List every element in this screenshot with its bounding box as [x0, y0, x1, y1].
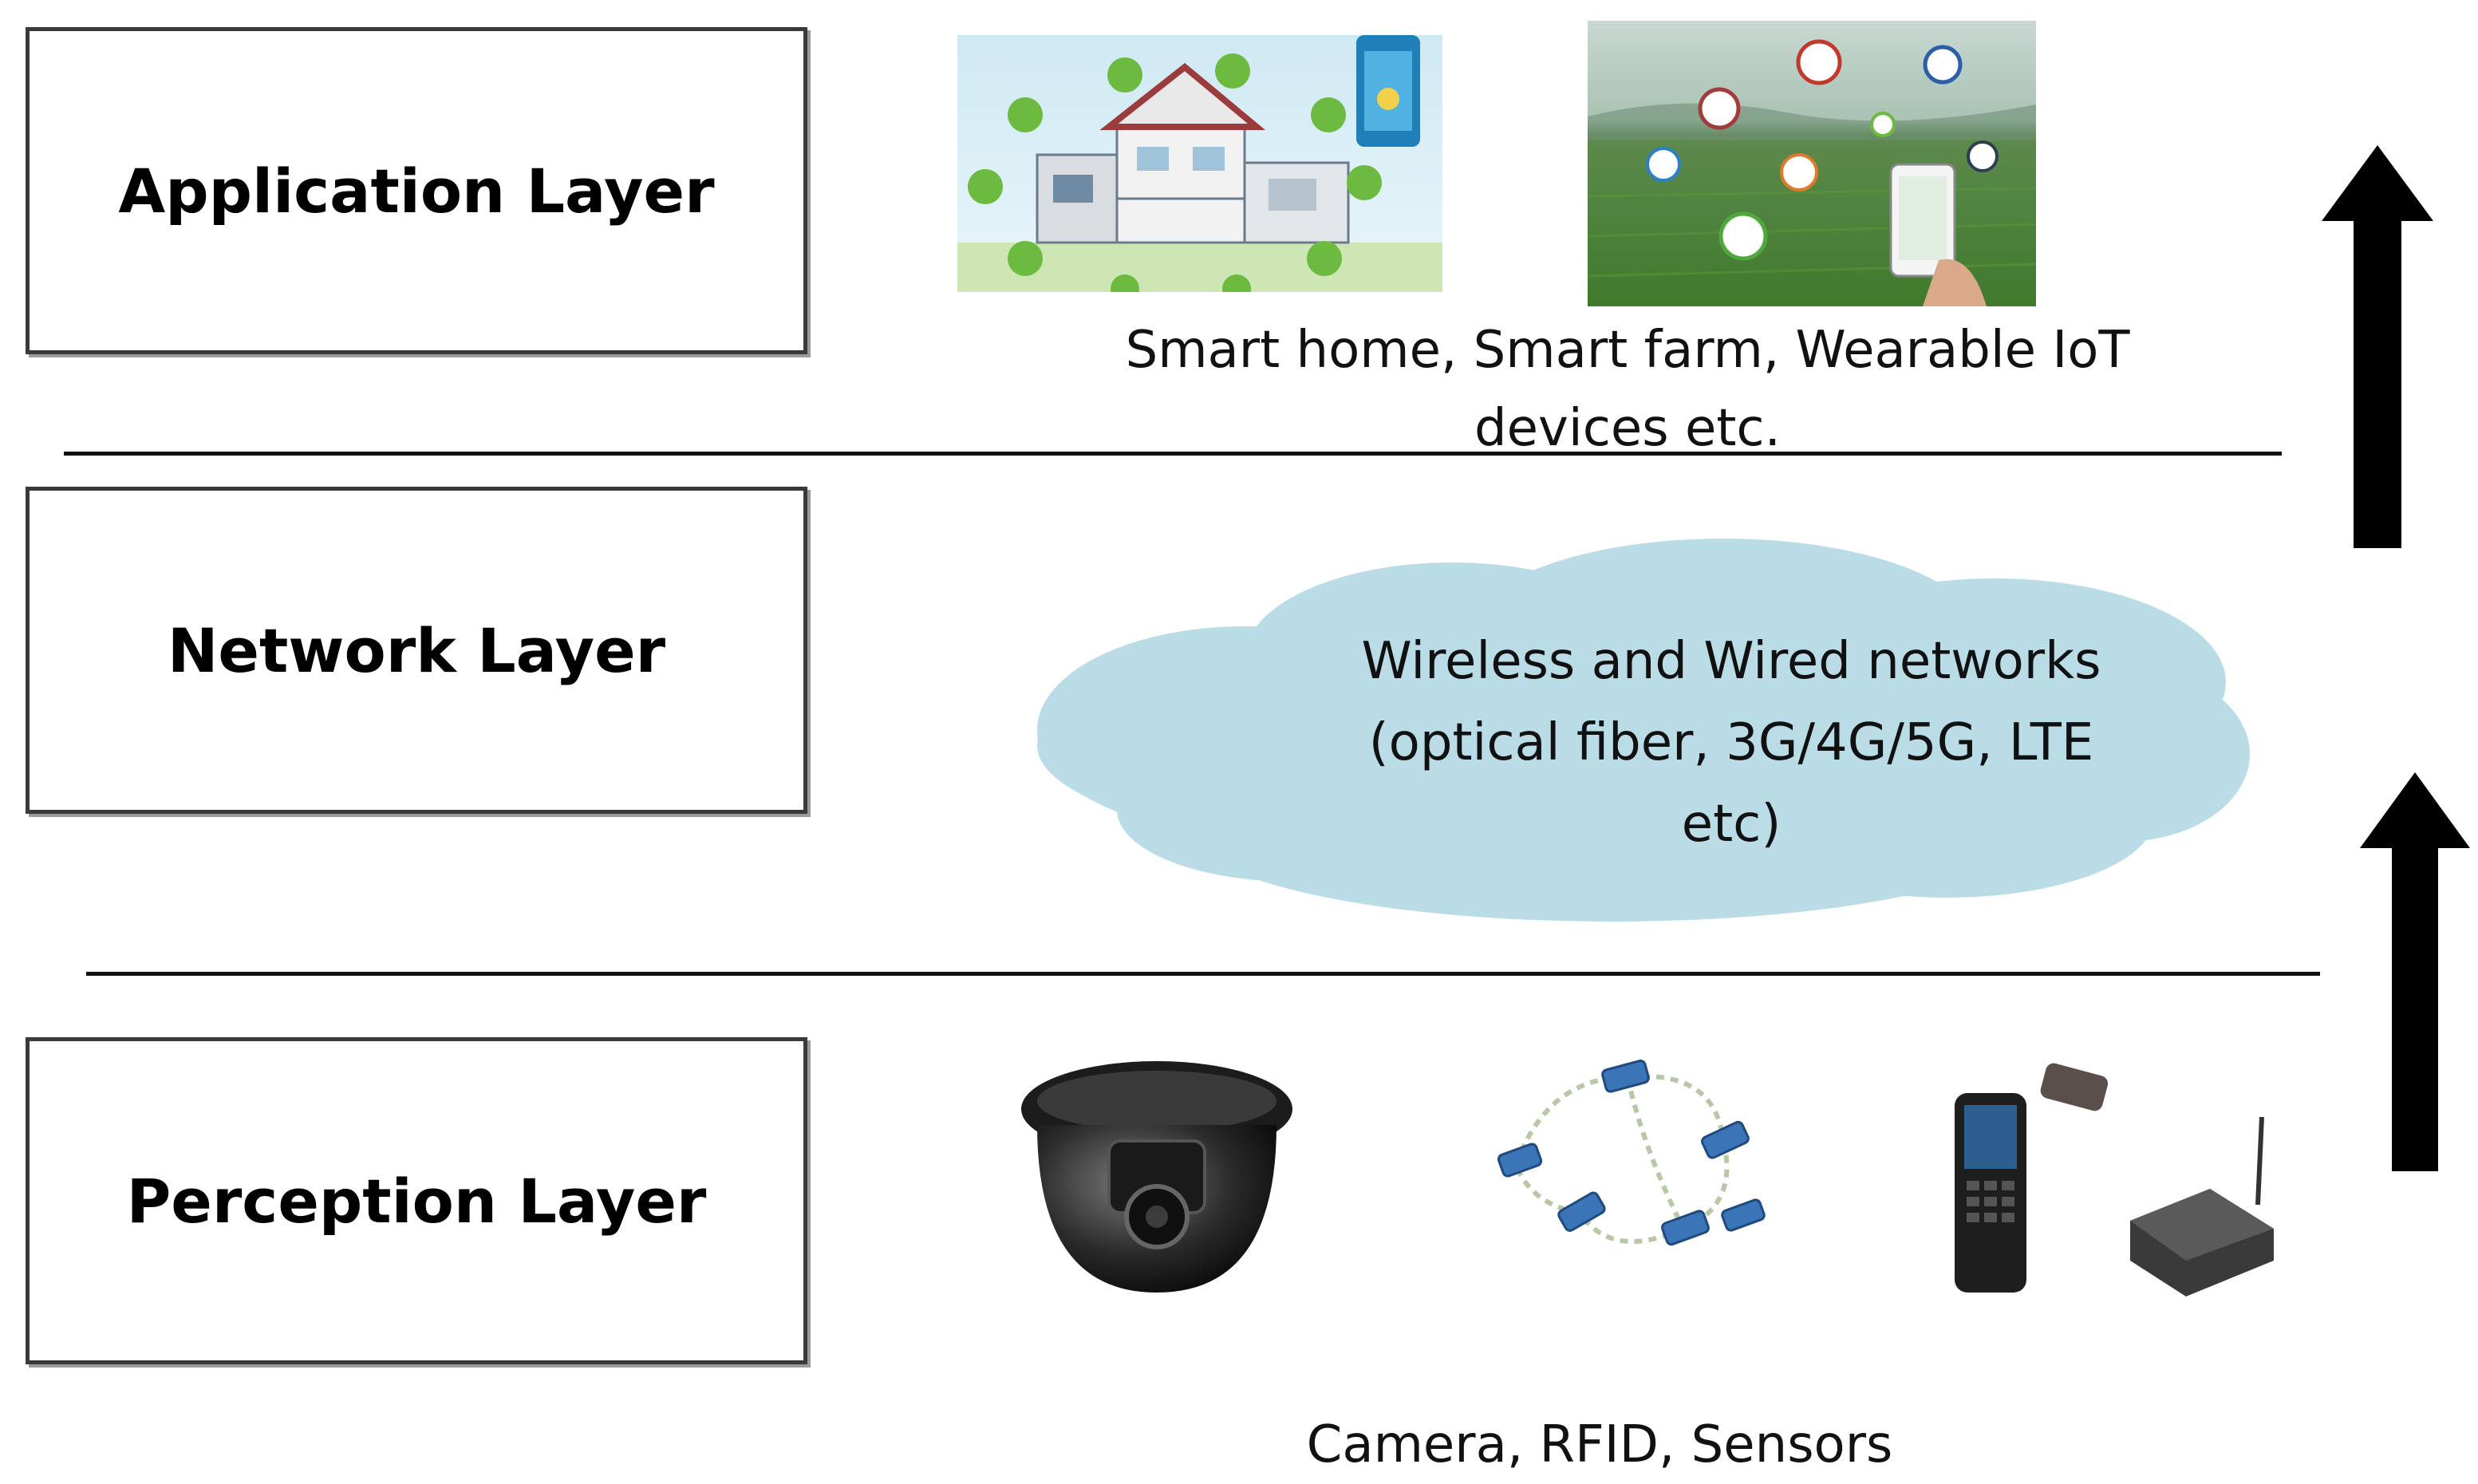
- dome-camera-icon: [1013, 1053, 1300, 1308]
- smart-farm-illustration-icon: [1588, 21, 2036, 306]
- application-caption-line-1: Smart home, Smart farm, Wearable IoT: [1125, 321, 2130, 380]
- layer-divider-top: [64, 452, 2282, 456]
- network-caption-line-1: Wireless and Wired networks: [1361, 632, 2101, 691]
- network-caption-line-2: (optical fiber, 3G/4G/5G, LTE: [1368, 713, 2094, 772]
- application-layer-box: Application Layer: [26, 27, 807, 354]
- cloud-icon: [1005, 531, 2258, 929]
- perception-layer-label: Perception Layer: [126, 1165, 707, 1237]
- network-caption-line-3: etc): [1681, 795, 1782, 854]
- application-layer-label: Application Layer: [118, 155, 715, 227]
- network-layer-box: Network Layer: [26, 487, 807, 814]
- perception-caption: Camera, RFID, Sensors: [1306, 1415, 1893, 1474]
- smart-home-illustration-icon: [957, 35, 1442, 292]
- rfid-network-icon: [1484, 1045, 1779, 1269]
- application-caption-line-2: devices etc.: [1474, 399, 1781, 458]
- up-arrow-icon: [2322, 145, 2433, 548]
- network-caption: Wireless and Wired networks (optical fib…: [1245, 621, 2218, 865]
- up-arrow-icon: [2360, 772, 2470, 1171]
- layer-divider-bottom: [86, 972, 2320, 976]
- network-layer-label: Network Layer: [167, 614, 666, 686]
- perception-layer-box: Perception Layer: [26, 1037, 807, 1364]
- sensor-devices-icon: [1947, 1061, 2282, 1300]
- application-caption: Smart home, Smart farm, Wearable IoT dev…: [1061, 311, 2194, 468]
